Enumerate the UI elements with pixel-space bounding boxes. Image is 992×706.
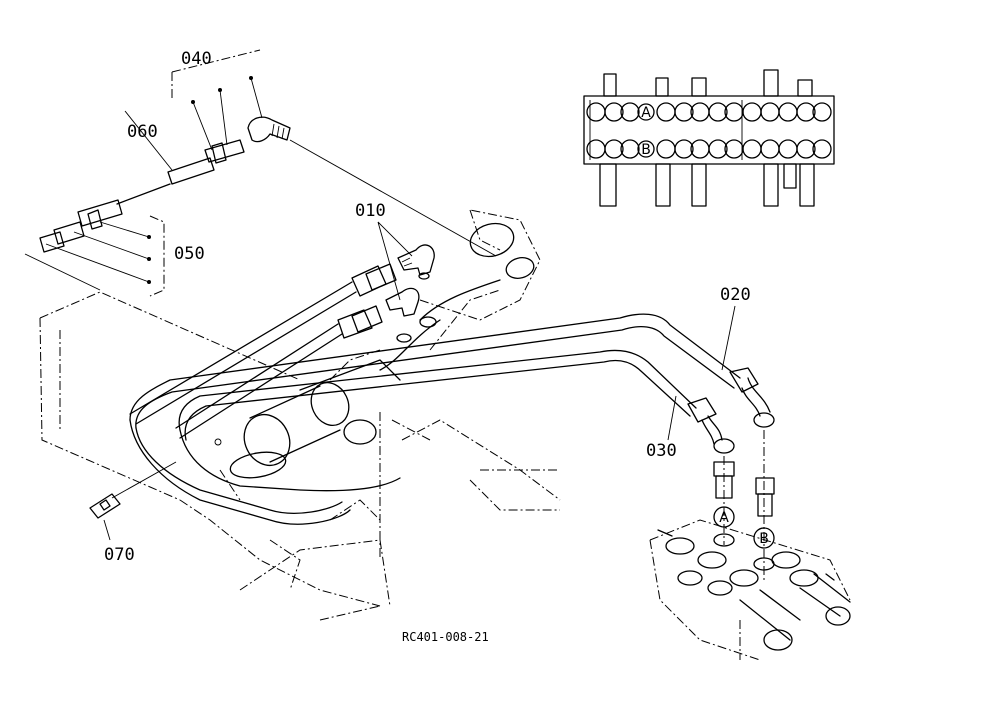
valve-spools-top — [603, 69, 813, 97]
adapter-fitting-040 — [204, 139, 245, 164]
control-valve-lower — [649, 519, 851, 661]
drawing-code: RC401-008-21 — [402, 630, 489, 644]
nipple-070: 070 — [89, 461, 177, 565]
label-010: 010 — [355, 201, 386, 221]
valve-port-label-b: B — [641, 142, 651, 158]
label-020: 020 — [720, 285, 751, 305]
port-label-b: B — [759, 531, 769, 547]
label-060: 060 — [127, 122, 158, 142]
hoses-to-010 — [129, 263, 397, 439]
engine-components — [214, 222, 535, 479]
valve-block-detail: A B — [583, 69, 835, 207]
label-070: 070 — [104, 545, 135, 565]
elbow-fitting-040 — [247, 116, 291, 143]
valve-port-label-a: A — [641, 105, 651, 121]
port-label-a: A — [719, 510, 729, 526]
label-050: 050 — [174, 244, 205, 264]
label-030: 030 — [646, 441, 677, 461]
valve-port-row-b — [586, 139, 832, 159]
tube-060: 060 — [116, 110, 215, 205]
group-040: 040 — [171, 49, 263, 151]
group-050: 050 — [24, 199, 205, 297]
valve-connections: A B — [713, 430, 775, 580]
label-040: 040 — [181, 49, 212, 69]
valve-port-row-a — [586, 102, 832, 122]
pipe-020: 020 — [129, 285, 775, 525]
leader-040 — [289, 139, 497, 257]
pipe-030: 030 — [178, 349, 735, 492]
tractor-frame-outline — [39, 209, 561, 621]
elbows-010: 010 — [355, 201, 437, 343]
valve-spools-bottom — [599, 163, 815, 207]
